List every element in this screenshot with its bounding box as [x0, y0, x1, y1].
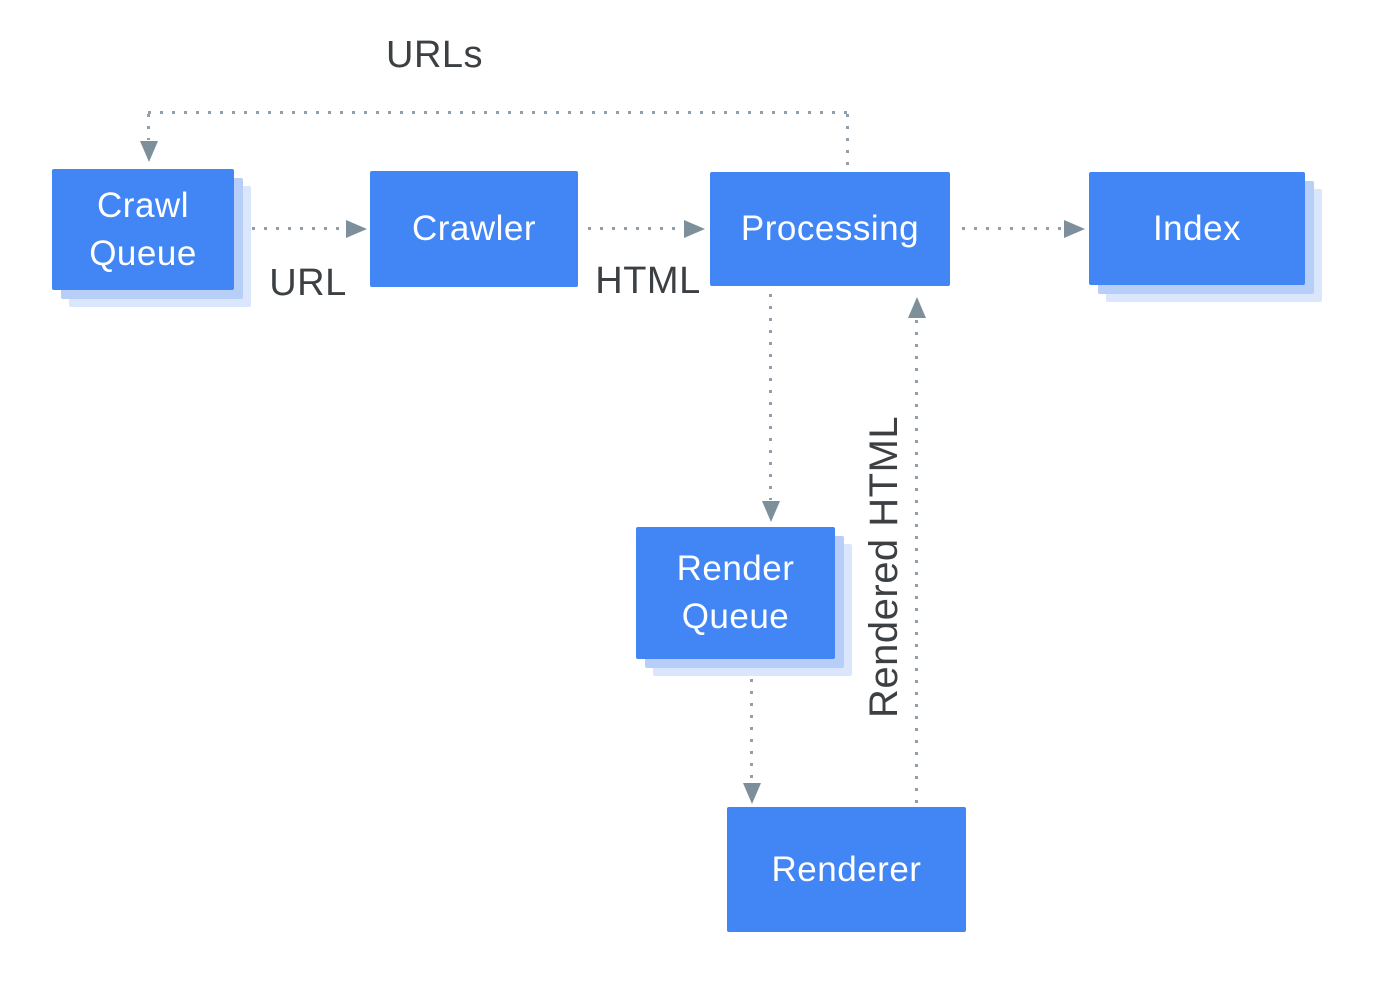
node-render-queue-label: Render Queue: [676, 549, 795, 636]
edge-label-urls: URLs: [386, 34, 484, 76]
edge-label-rendered-html: Rendered HTML: [862, 415, 906, 718]
edge-processing-to-index-line: [962, 227, 1064, 230]
edge-processing-to-crawl-queue-line-left: [147, 114, 150, 140]
edge-render-queue-to-renderer-arrowhead-icon: [743, 783, 761, 804]
node-index: Index: [1089, 172, 1305, 285]
edge-crawler-to-processing-arrowhead-icon: [684, 220, 705, 238]
edge-processing-to-render-queue-arrowhead-icon: [762, 501, 780, 522]
edge-processing-to-crawl-queue-line-right: [846, 114, 849, 170]
node-renderer: Renderer: [727, 807, 966, 932]
node-render-queue: Render Queue: [636, 527, 835, 659]
edge-crawl-queue-to-crawler-arrowhead-icon: [346, 220, 367, 238]
node-crawl-queue: Crawl Queue: [52, 169, 234, 290]
edge-renderer-to-processing-line: [915, 320, 918, 808]
edge-label-url: URL: [269, 262, 347, 304]
edge-processing-to-render-queue-line: [769, 294, 772, 500]
edge-renderer-to-processing-arrowhead-icon: [908, 297, 926, 318]
edge-processing-to-crawl-queue-line-top: [148, 111, 848, 114]
node-index-label: Index: [1152, 208, 1242, 248]
node-renderer-label: Renderer: [771, 849, 922, 889]
edge-crawler-to-processing-line: [588, 227, 684, 230]
edge-render-queue-to-renderer-line: [750, 679, 753, 781]
node-crawl-queue-label: Crawl Queue: [89, 185, 197, 273]
node-crawler-label: Crawler: [411, 209, 537, 248]
node-processing: Processing: [710, 172, 950, 286]
edge-label-html: HTML: [595, 260, 701, 302]
node-crawler: Crawler: [370, 171, 578, 287]
node-processing-label: Processing: [740, 209, 920, 248]
edge-processing-to-crawl-queue-arrowhead-icon: [140, 141, 158, 162]
edge-crawl-queue-to-crawler-line: [252, 227, 346, 230]
edge-processing-to-index-arrowhead-icon: [1064, 220, 1085, 238]
